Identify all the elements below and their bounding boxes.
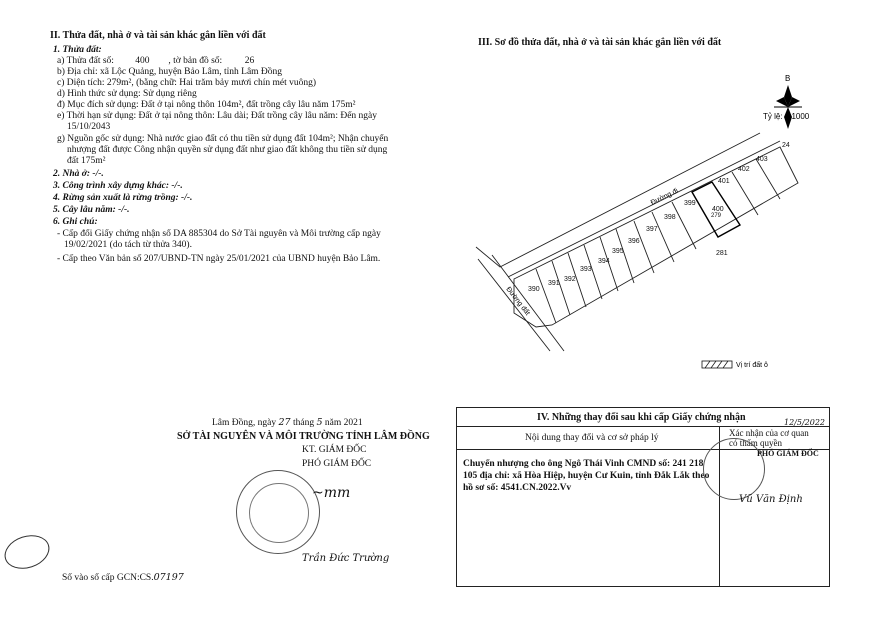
section3-title: III. Sơ đồ thửa đất, nhà ở và tài sản kh… (478, 37, 722, 48)
land-heading: 1. Thửa đất: (53, 45, 102, 55)
origin-line-3: đất 175m² (67, 156, 106, 166)
term-line-2: 15/10/2043 (67, 122, 111, 132)
area-line: c) Diện tích: 279m², (bằng chữ: Hai trăm… (57, 78, 317, 88)
confirm-seal (703, 438, 765, 500)
usage-form-line: d) Hình thức sử dụng: Sử dụng riêng (57, 89, 197, 99)
parcel-400: 400 (712, 206, 724, 213)
legend: Vị trí đất ô (701, 360, 768, 369)
house-line: 2. Nhà ở: -/-. (53, 169, 104, 179)
parcel-399: 399 (684, 200, 696, 207)
target-parcel-400 (691, 181, 741, 238)
change-text-1: Chuyển nhượng cho ông Ngô Thái Vinh CMND… (463, 459, 704, 469)
change-text-3: hồ sơ số: 4541.CN.2022.Vv (463, 483, 572, 493)
map-sheet-value: 26 (244, 56, 255, 66)
signed-day: 27 (278, 417, 291, 428)
land-map: B Tỷ lệ: 1:1000 Đường đi Đường đất 390 3 (475, 74, 810, 369)
purpose-line: đ) Mục đích sử dụng: Đất ở tại nông thôn… (57, 100, 356, 110)
parcel-401: 401 (718, 178, 730, 185)
confirm-role: PHÓ GIÁM ĐỐC (757, 449, 819, 458)
kt-label: KT. GIÁM ĐỐC (302, 445, 367, 455)
legend-label: Vị trí đất ô (736, 360, 768, 369)
parcel-396: 396 (628, 238, 640, 245)
note-1a: - Cấp đổi Giấy chứng nhận số DA 885304 d… (57, 229, 381, 239)
issuing-org: SỞ TÀI NGUYÊN VÀ MÔI TRƯỜNG TỈNH LÂM ĐỒN… (177, 431, 430, 442)
col-confirm-header: Xác nhận của cơ quan có thẩm quyền (729, 428, 809, 448)
note-1b: 19/02/2021 (do tách từ thửa 340). (64, 240, 192, 250)
neighbor-24: 24 (782, 142, 790, 149)
role-label: PHÓ GIÁM ĐỐC (302, 459, 372, 469)
road-lines (475, 132, 781, 352)
section2-title: II. Thửa đất, nhà ở và tài sản khác gắn … (50, 30, 266, 41)
parcel-402: 402 (738, 166, 750, 173)
origin-line-1: g) Nguồn gốc sử dụng: Nhà nước giao đất … (57, 134, 389, 144)
parcel-393: 393 (580, 266, 592, 273)
map-sheet-label: , tờ bản đồ số: (168, 56, 223, 66)
trees-line: 5. Cây lâu năm: -/-. (53, 205, 130, 215)
neighbor-281: 281 (716, 250, 728, 257)
parcel-line: a) Thửa đất số: 400 , tờ bản đồ số: 26 (57, 56, 275, 68)
parcel-398: 398 (664, 214, 676, 221)
parcel-390: 390 (528, 286, 540, 293)
book-number-label: Số vào sổ cấp GCN:CS. (62, 573, 154, 583)
signed-year: năm 2021 (324, 418, 363, 428)
parcel-397: 397 (646, 226, 658, 233)
parcel-403: 403 (756, 156, 768, 163)
confirm-signer: Vũ Văn Định (739, 494, 803, 505)
scale-label: Tỷ lệ: 1:1000 (763, 112, 810, 121)
stamp-mark-icon (0, 529, 54, 575)
note-2: - Cấp theo Văn bản số 207/UBND-TN ngày 2… (57, 254, 381, 264)
place-date-prefix: Lâm Đồng, ngày (212, 418, 277, 428)
term-line-1: e) Thời hạn sử dụng: Đất ở tại nông thôn… (57, 111, 378, 121)
official-seal (236, 470, 320, 554)
col-changes-header: Nội dung thay đổi và cơ sở pháp lý (525, 433, 659, 443)
parcel-block (513, 146, 799, 328)
north-arrow-icon (774, 85, 802, 129)
parcel-392: 392 (564, 276, 576, 283)
forest-line: 4. Rừng sản xuất là rừng trồng: -/-. (53, 193, 193, 203)
parcel-number-label: a) Thửa đất số: (57, 56, 114, 66)
handwritten-signature: ~mm (312, 485, 351, 501)
corner-note: 12/5/2022 (784, 418, 826, 427)
parcel-area: 279 (711, 213, 722, 219)
north-label: B (785, 74, 790, 83)
book-number: Số vào sổ cấp GCN:CS.07197 (62, 572, 184, 585)
parcel-394: 394 (598, 258, 610, 265)
section4-title: IV. Những thay đổi sau khi cấp Giấy chứn… (537, 412, 746, 423)
book-number-value: 07197 (153, 572, 184, 583)
change-text-2: 105 địa chỉ: xã Hòa Hiệp, huyện Cư Kuin,… (463, 471, 710, 481)
notes-heading: 6. Ghi chú: (53, 217, 98, 227)
parcel-391: 391 (548, 280, 560, 287)
place-date: Lâm Đồng, ngày 27 tháng 5 năm 2021 (212, 417, 363, 430)
parcel-number-value: 400 (135, 56, 150, 66)
signer-name: Trần Đức Trường (302, 553, 390, 564)
changes-table: IV. Những thay đổi sau khi cấp Giấy chứn… (456, 407, 830, 587)
month-prefix: tháng (292, 418, 315, 428)
origin-line-2: nhượng đất được Công nhận quyền sử dụng … (67, 145, 388, 155)
address-line: b) Địa chỉ: xã Lộc Quảng, huyện Bảo Lâm,… (57, 67, 283, 77)
signed-month: 5 (316, 417, 323, 428)
parcel-395: 395 (612, 248, 624, 255)
works-line: 3. Công trình xây dựng khác: -/-. (53, 181, 183, 191)
